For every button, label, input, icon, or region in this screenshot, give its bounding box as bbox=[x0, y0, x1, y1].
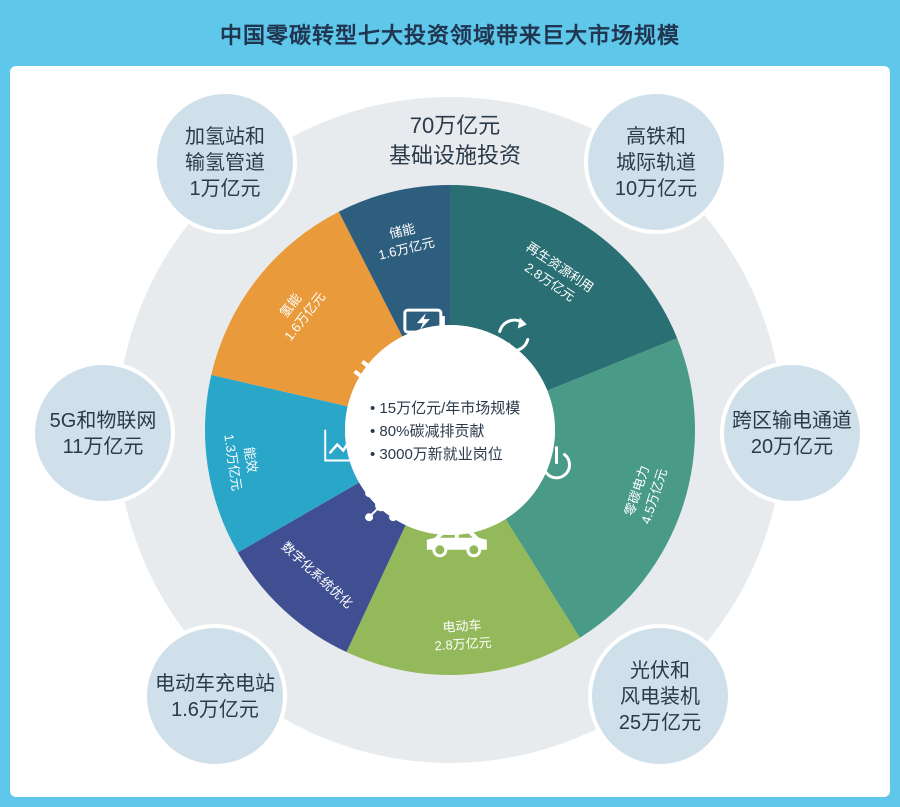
segment bbox=[505, 338, 695, 638]
bubble-label: 电动车充电站 bbox=[155, 672, 275, 695]
bubble-value: 1.6万亿元 bbox=[171, 698, 259, 721]
investment-bubble: 5G和物联网 11万亿元 bbox=[31, 361, 175, 505]
center-bullet: • 3000万新就业岗位 bbox=[370, 446, 503, 463]
bubble-label: 输氢管道 bbox=[185, 151, 265, 174]
bubble-label: 跨区输电通道 bbox=[732, 409, 852, 432]
center-bullet: • 15万亿元/年市场规模 bbox=[370, 400, 520, 417]
center-bullet: • 80%碳减排贡献 bbox=[370, 423, 484, 440]
bubble-label: 高铁和 bbox=[626, 125, 686, 148]
bubble-value: 10万亿元 bbox=[615, 177, 697, 200]
bubble-label: 风电装机 bbox=[620, 685, 700, 708]
bubble-label: 光伏和 bbox=[630, 659, 690, 682]
bubble-value: 25万亿元 bbox=[619, 711, 701, 734]
segment bbox=[346, 519, 580, 675]
segment bbox=[338, 185, 450, 337]
bubble-value: 20万亿元 bbox=[751, 435, 833, 458]
page-title: 中国零碳转型七大投资领域带来巨大市场规模 bbox=[219, 23, 680, 49]
segment bbox=[204, 374, 360, 553]
segment-value: 2.8万亿元 bbox=[434, 635, 492, 653]
segment-name: 储能 bbox=[388, 221, 417, 242]
investment-bubble: 跨区输电通道 20万亿元 bbox=[720, 361, 864, 505]
segment-name: 电动车 bbox=[442, 617, 482, 634]
bubble-label: 加氢站和 bbox=[185, 125, 265, 148]
segment bbox=[450, 185, 678, 391]
investment-bubble: 电动车充电站 1.6万亿元 bbox=[143, 624, 287, 768]
bubble-label: 5G和物联网 bbox=[50, 409, 157, 432]
segment bbox=[211, 211, 403, 407]
infrastructure-label: 基础设施投资 bbox=[389, 143, 521, 168]
bubble-label: 城际轨道 bbox=[616, 151, 696, 174]
center-circle bbox=[345, 325, 555, 535]
infrastructure-amount: 70万亿元 bbox=[410, 113, 500, 138]
pie-segments: 再生资源利用2.8万亿元零碳电力4.5万亿元电动车2.8万亿元数字化系统优化能效… bbox=[204, 185, 695, 675]
segment bbox=[237, 482, 406, 653]
segment-name: 能效 bbox=[241, 446, 260, 474]
bubble-value: 11万亿元 bbox=[63, 435, 144, 458]
bubble-value: 1万亿元 bbox=[189, 177, 260, 200]
